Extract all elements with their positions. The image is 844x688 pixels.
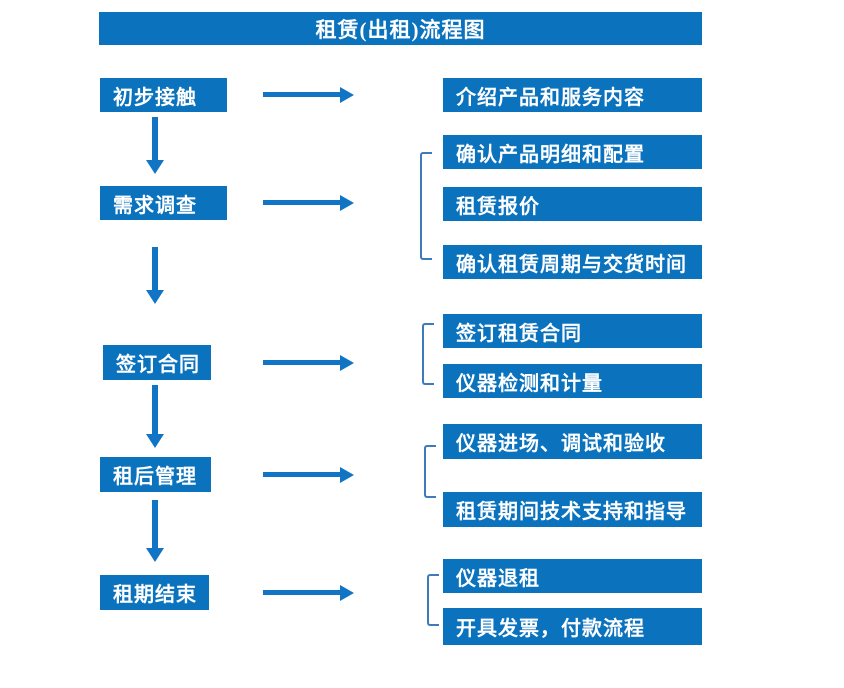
detail-box-instrument-setup-acceptance: 仪器进场、调试和验收 bbox=[443, 424, 702, 459]
step-box-post-rental-management: 租后管理 bbox=[100, 457, 211, 492]
step-box-rental-period-end: 租期结束 bbox=[100, 575, 209, 610]
down-arrow bbox=[152, 500, 158, 548]
down-arrow bbox=[152, 247, 158, 290]
detail-box-instrument-inspection-metering: 仪器检测和计量 bbox=[443, 364, 702, 398]
title-bar: 租赁(出租)流程图 bbox=[99, 12, 702, 45]
down-arrow bbox=[152, 117, 158, 160]
detail-box-intro-products-services: 介绍产品和服务内容 bbox=[443, 78, 702, 112]
step-box-demand-survey: 需求调查 bbox=[100, 186, 227, 220]
right-arrow bbox=[263, 590, 340, 595]
step-box-initial-contact: 初步接触 bbox=[100, 78, 227, 112]
detail-box-confirm-product-config: 确认产品明细和配置 bbox=[443, 135, 702, 169]
group-bracket bbox=[424, 445, 436, 498]
diagram-title: 租赁(出租)流程图 bbox=[315, 17, 486, 42]
detail-box-sign-rental-contract: 签订租赁合同 bbox=[443, 314, 702, 348]
step-box-sign-contract: 签订合同 bbox=[103, 345, 211, 380]
group-bracket bbox=[427, 574, 439, 626]
detail-box-instrument-return: 仪器退租 bbox=[443, 559, 702, 593]
detail-box-invoice-payment-process: 开具发票，付款流程 bbox=[443, 608, 702, 645]
group-bracket bbox=[420, 152, 432, 260]
right-arrow bbox=[263, 472, 340, 477]
group-bracket bbox=[422, 323, 434, 385]
right-arrow bbox=[263, 92, 340, 97]
detail-box-confirm-period-delivery: 确认租赁周期与交货时间 bbox=[443, 245, 702, 279]
right-arrow bbox=[263, 200, 340, 205]
detail-box-tech-support-guidance: 租赁期间技术支持和指导 bbox=[443, 492, 702, 527]
right-arrow bbox=[263, 360, 340, 365]
detail-box-rental-quote: 租赁报价 bbox=[443, 187, 702, 221]
down-arrow bbox=[152, 385, 158, 434]
